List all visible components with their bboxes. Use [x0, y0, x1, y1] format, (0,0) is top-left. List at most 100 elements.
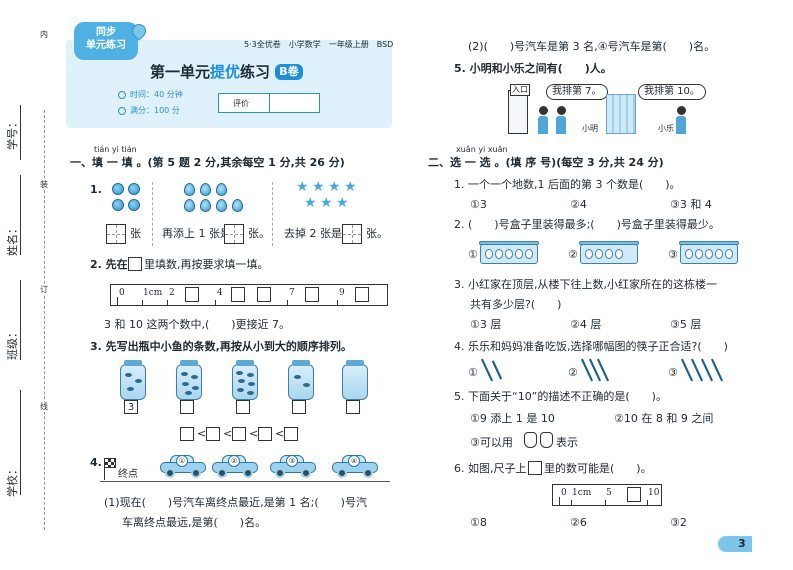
q3-order-box-2[interactable] [206, 427, 220, 441]
c2-option-2[interactable]: ② [568, 248, 578, 261]
star-7: ★ [336, 195, 349, 211]
q1-answer-box-1[interactable] [106, 224, 126, 244]
c6-ruler-blank[interactable] [627, 487, 641, 502]
q3-order-box-5[interactable] [284, 427, 298, 441]
ruler-tick [559, 497, 560, 505]
q2-inline-box [128, 257, 142, 271]
curtain [606, 94, 636, 134]
q3-order-box-1[interactable] [180, 427, 194, 441]
queue-scene: 入口 我排第 7。 我排第 10。 小明 小乐 [508, 80, 708, 136]
q3-lt-1: < [197, 427, 207, 440]
c4-option-3[interactable]: ③ [668, 366, 678, 379]
q3-order-box-3[interactable] [232, 427, 246, 441]
car-number: ① [176, 455, 188, 467]
chopstick [681, 358, 693, 382]
kid-1 [538, 106, 548, 134]
ruler-tick [167, 300, 168, 305]
q3-count-box-1[interactable]: 3 [124, 400, 138, 414]
ruler-blank-10[interactable] [355, 287, 369, 302]
clock-icon [118, 91, 126, 99]
star-4: ★ [344, 179, 357, 195]
section2-title: 二、选 一 选 。(填 序 号)(每空 3 分,共 24 分) [428, 156, 664, 169]
c2-option-3[interactable]: ③ [668, 248, 678, 261]
c5-option-3b: 表示 [556, 436, 578, 449]
c1-option-2[interactable]: ②4 [570, 198, 587, 211]
kid-xiaoming [556, 106, 566, 134]
c6-question-a: 6. 如图,尺子上 [454, 462, 527, 475]
entrance-door [508, 90, 528, 134]
c6-ruler-label-1cm: 1cm [572, 488, 592, 498]
fish-jar-1 [120, 360, 146, 400]
finish-label: 终点 [118, 469, 138, 480]
ruler-blank-6[interactable] [257, 287, 271, 302]
q3-count-box-5[interactable] [346, 400, 360, 414]
car-number: ③ [286, 455, 298, 467]
ruler-label-1cm: 1cm [143, 288, 163, 298]
finish-flag-icon [104, 458, 116, 468]
fish-jar-5 [342, 360, 368, 400]
section1-pinyin: tián yi tián [94, 145, 137, 154]
q1-text-2b: 张。 [248, 227, 270, 240]
c1-option-1[interactable]: ①3 [470, 198, 487, 211]
unit-title: 第一单元提优练习 B卷 [150, 62, 303, 82]
flag-pole [104, 458, 105, 480]
ruler-blank-8[interactable] [305, 287, 319, 302]
c4-option-2[interactable]: ② [568, 366, 578, 379]
q4-part2: (2)( )号汽车是第 3 名,④号汽车是第( )名。 [468, 40, 716, 53]
c5-option-1[interactable]: ①9 添上 1 是 10 [470, 412, 555, 425]
q5-text: 5. 小明和小乐之间有( )人。 [454, 62, 612, 75]
entrance-label: 入口 [510, 84, 530, 96]
margin-fill-line-2 [20, 175, 21, 255]
page-number-tab [718, 536, 752, 552]
star-6: ★ [320, 195, 333, 211]
c1-question: 1. 一个一个地数,1 后面的第 3 个数是( )。 [454, 178, 681, 191]
q1-divider-1 [152, 182, 153, 246]
c4-option-1[interactable]: ① [468, 366, 478, 379]
ruler-label-4: 4 [217, 288, 223, 298]
car-4: ④ [332, 455, 378, 478]
c6-ruler-label-10: 10 [648, 488, 660, 498]
drop-3 [216, 183, 227, 196]
drop-6 [216, 199, 227, 212]
header-info: 5·3全优卷 小学数学 一年级上册 BSD [244, 40, 394, 49]
c3-option-2[interactable]: ②4 层 [570, 318, 602, 331]
chopstick [481, 358, 493, 382]
ruler-blank-5[interactable] [231, 287, 245, 302]
bubble-7: 我排第 7。 [546, 84, 608, 100]
q1-answer-box-3[interactable] [342, 224, 362, 244]
level-badge: B卷 [275, 64, 303, 80]
c5-question: 5. 下面关于“10”的描述不正确的是( )。 [454, 390, 667, 403]
egg-box-1 [479, 241, 539, 264]
c4-question: 4. 乐乐和妈妈准备吃饭,选择哪幅图的筷子正合适?( ) [454, 340, 728, 353]
q1-number: 1. [90, 183, 102, 196]
c6-option-1[interactable]: ①8 [470, 516, 487, 529]
c6-inline-box [528, 461, 542, 475]
star-1: ★ [296, 179, 309, 195]
c6-ruler-label-5: 5 [606, 488, 612, 498]
q3-order-box-4[interactable] [258, 427, 272, 441]
c2-option-1[interactable]: ① [468, 248, 478, 261]
c5-option-2[interactable]: ②10 在 8 和 9 之间 [614, 412, 714, 425]
star-5: ★ [304, 195, 317, 211]
q4-line2: 车离终点最远,是第( )名。 [122, 516, 267, 529]
c3-option-3[interactable]: ③5 层 [670, 318, 702, 331]
c3-option-1[interactable]: ①3 层 [470, 318, 502, 331]
q1-divider-2 [272, 182, 273, 246]
q3-text: 3. 先写出瓶中小鱼的条数,再按从小到大的顺序排列。 [90, 340, 352, 353]
c5-option-3a[interactable]: ③可以用 [470, 436, 513, 449]
c1-option-3[interactable]: ③3 和 4 [670, 198, 712, 211]
c6-option-2[interactable]: ②6 [570, 516, 587, 529]
margin-fill-line-3 [20, 280, 21, 360]
header-badge: 同步 单元练习 [74, 22, 138, 60]
q3-lt-2: < [223, 427, 233, 440]
chopstick [701, 358, 713, 382]
car-1: ① [160, 455, 206, 478]
ruler-blank-3[interactable] [185, 287, 199, 302]
q3-count-box-3[interactable] [236, 400, 250, 414]
badge-line2: 单元练习 [86, 40, 126, 51]
margin-fill-line-4 [20, 390, 21, 495]
q3-count-box-2[interactable] [180, 400, 194, 414]
q3-count-box-4[interactable] [292, 400, 306, 414]
q1-answer-box-2[interactable] [224, 224, 244, 244]
c6-option-3[interactable]: ③2 [670, 516, 687, 529]
